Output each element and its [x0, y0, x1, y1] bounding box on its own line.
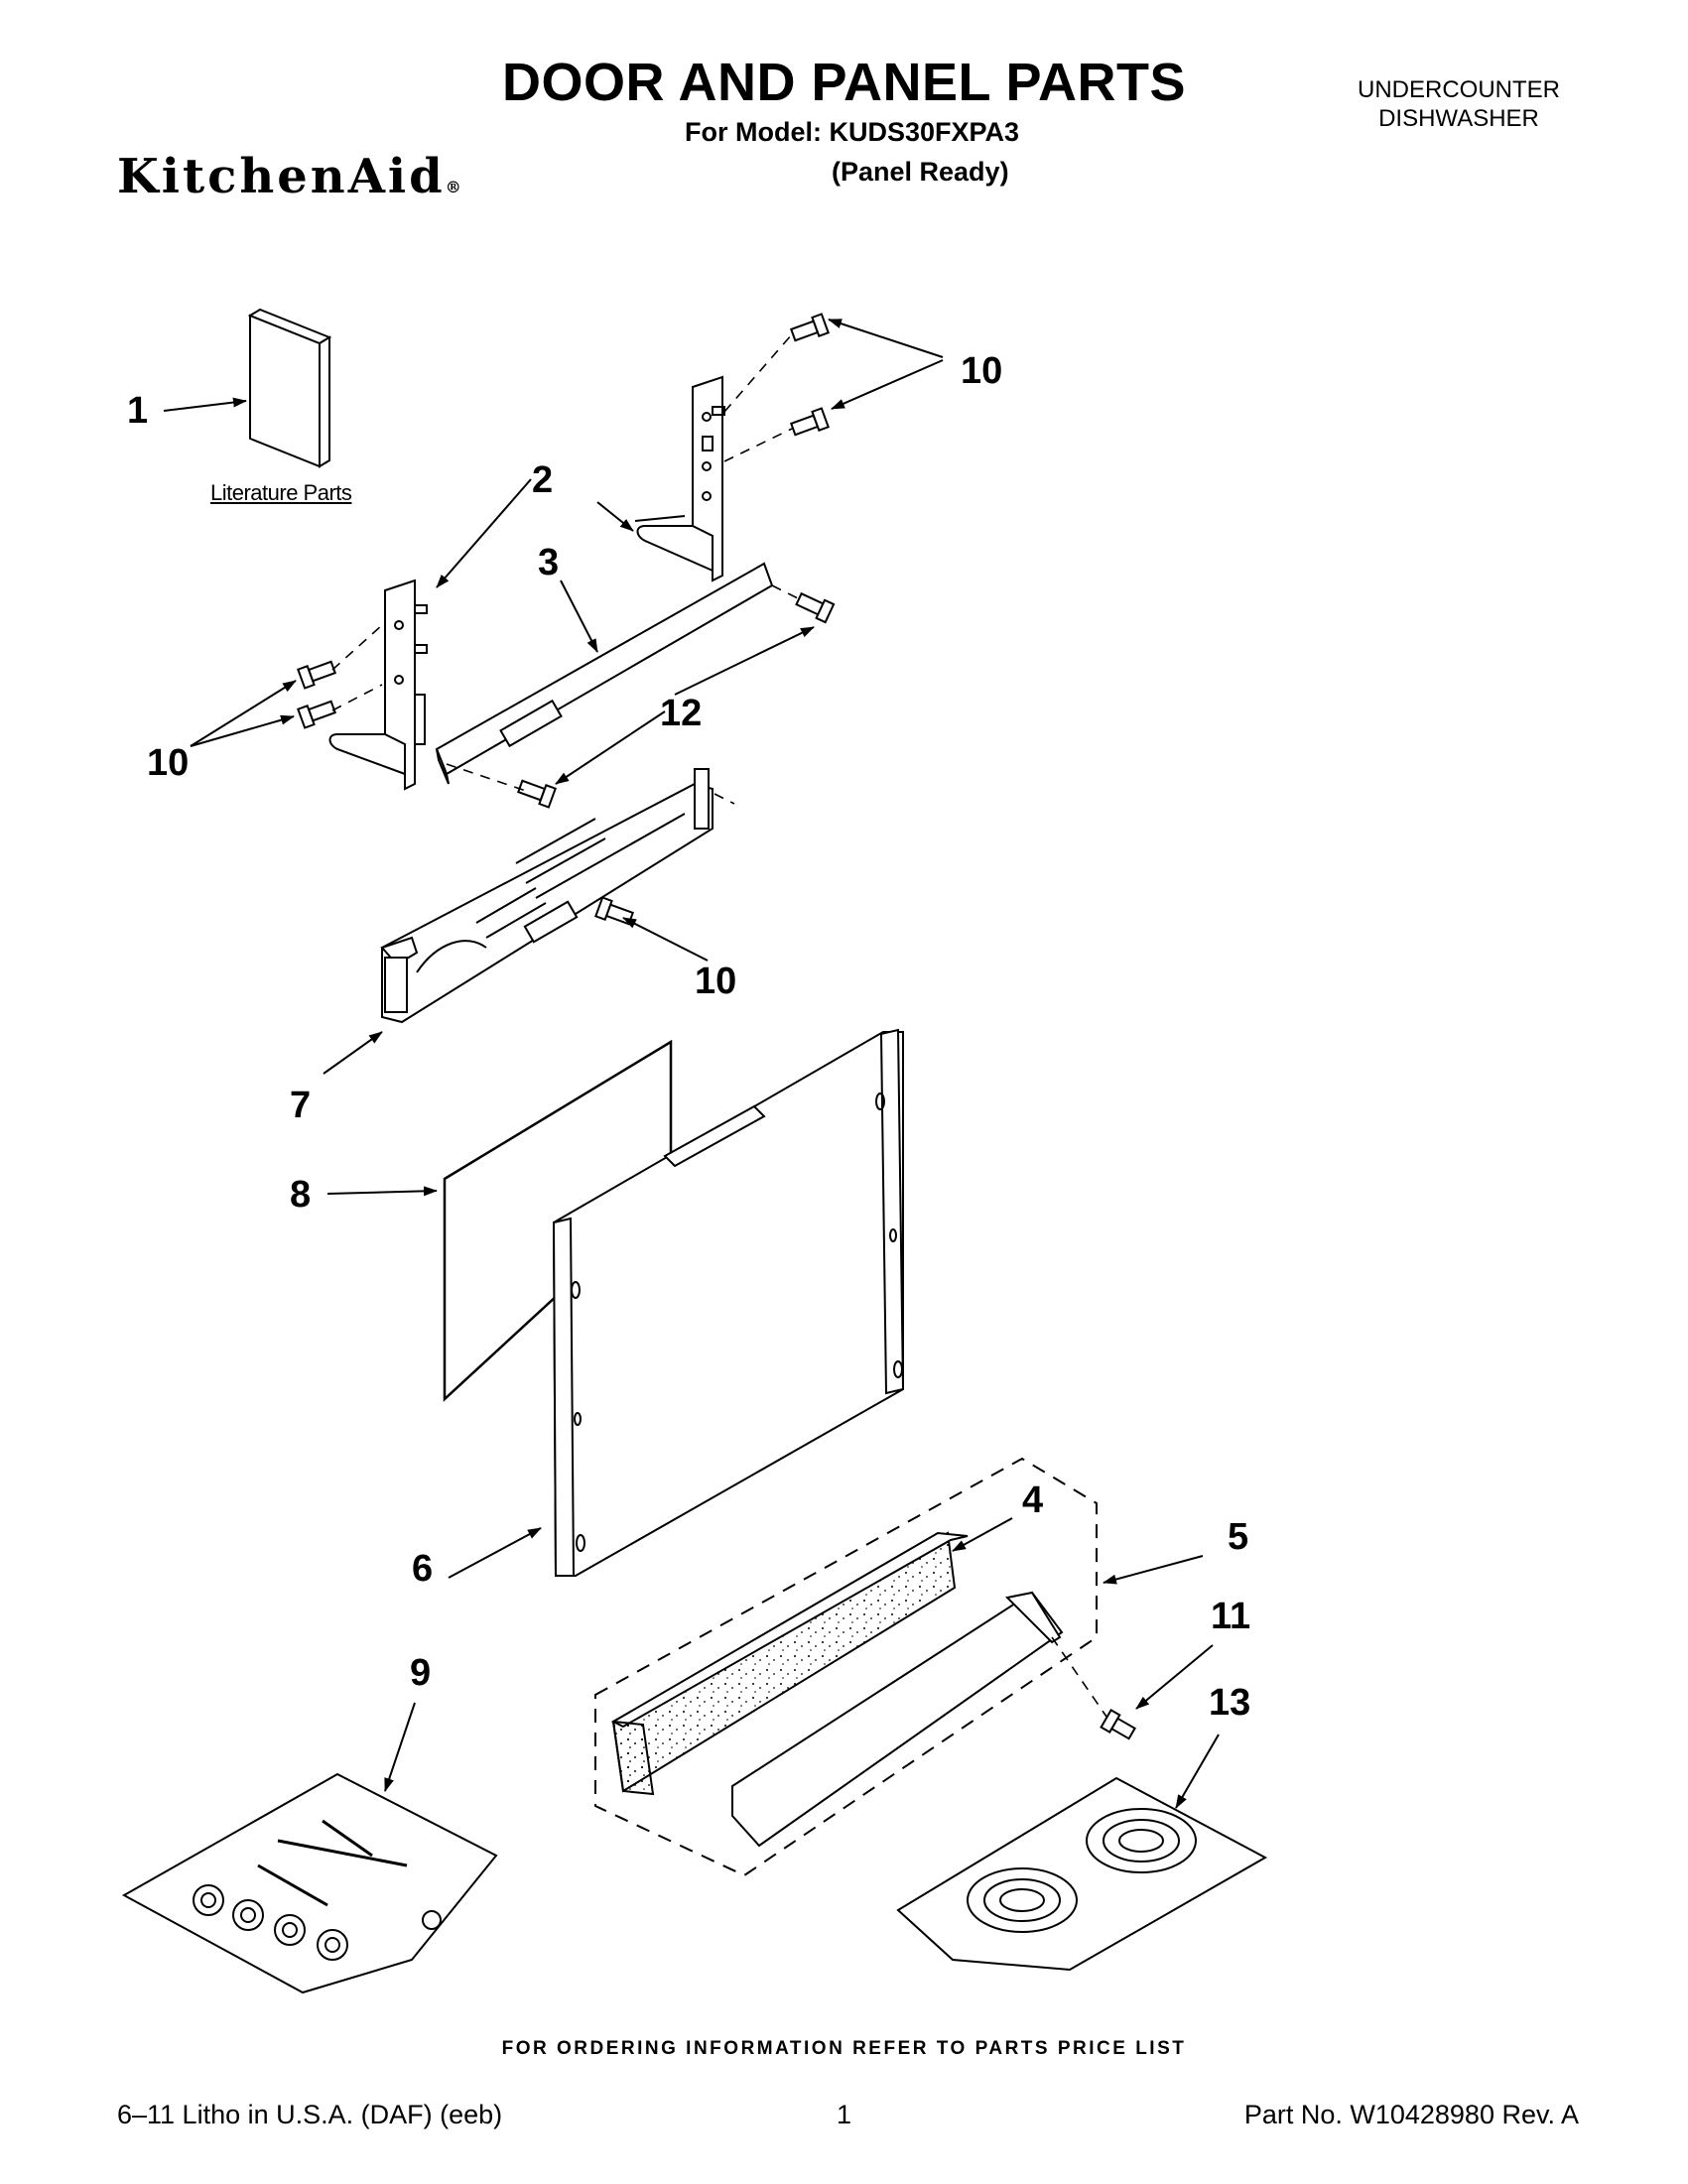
callout-5: 5 — [1228, 1516, 1249, 1558]
category-line-2: DISHWASHER — [1378, 105, 1539, 132]
callout-7: 7 — [290, 1085, 312, 1126]
callout-11: 11 — [1211, 1596, 1251, 1637]
callout-10-middle: 10 — [695, 961, 737, 1002]
callout-4: 4 — [1022, 1479, 1044, 1521]
callout-2: 2 — [532, 459, 554, 501]
leader-arrows — [163, 319, 1220, 1809]
hinge-bracket-left — [328, 578, 428, 791]
hardware-bag — [121, 1772, 498, 1994]
felt-pads-bag — [896, 1776, 1268, 1972]
page-number: 1 — [836, 2100, 852, 2129]
callout-3: 3 — [538, 542, 560, 583]
callout-6: 6 — [412, 1548, 434, 1590]
callout-13: 13 — [1209, 1682, 1251, 1724]
brand-registered-mark: ® — [445, 178, 461, 196]
ordering-note: FOR ORDERING INFORMATION REFER TO PARTS … — [501, 2038, 1187, 2059]
model-note: (Panel Ready) — [832, 157, 1009, 187]
model-line: For Model: KUDS30FXPA3 — [685, 117, 1020, 147]
assembly-lines — [331, 333, 1107, 1718]
part-number: Part No. W10428980 Rev. A — [1243, 2100, 1579, 2129]
toe-panel-foam-block — [610, 1531, 969, 1796]
literature-parts-label: Literature Parts — [210, 480, 352, 505]
print-info: 6–11 Litho in U.S.A. (DAF) (eeb) — [117, 2100, 503, 2129]
callout-9: 9 — [410, 1652, 432, 1694]
callout-10-top: 10 — [961, 350, 1003, 392]
category-line-1: UNDERCOUNTER — [1358, 76, 1560, 103]
callout-1: 1 — [127, 390, 149, 432]
callout-12: 12 — [660, 693, 703, 734]
screw — [789, 407, 830, 437]
hinge-bracket-right — [634, 375, 725, 582]
screw — [297, 700, 337, 729]
screw — [789, 313, 830, 342]
product-category: UNDERCOUNTER DISHWASHER — [1320, 75, 1598, 133]
screw — [297, 660, 337, 690]
screw — [594, 896, 635, 926]
callout-10-left: 10 — [147, 742, 190, 784]
page-title: DOOR AND PANEL PARTS — [501, 53, 1187, 112]
literature-book — [247, 308, 332, 468]
screw — [516, 779, 557, 809]
brand-logo: KitchenAid® — [117, 149, 461, 204]
control-module — [380, 768, 714, 1024]
screw — [1100, 1708, 1136, 1740]
brand-name: KitchenAid — [117, 149, 446, 204]
callout-8: 8 — [290, 1174, 312, 1216]
toe-panel-kit-outline — [594, 1457, 1098, 1877]
toe-panel-bracket — [731, 1591, 1064, 1848]
outer-door-panel — [552, 1028, 905, 1577]
screw — [795, 591, 836, 624]
